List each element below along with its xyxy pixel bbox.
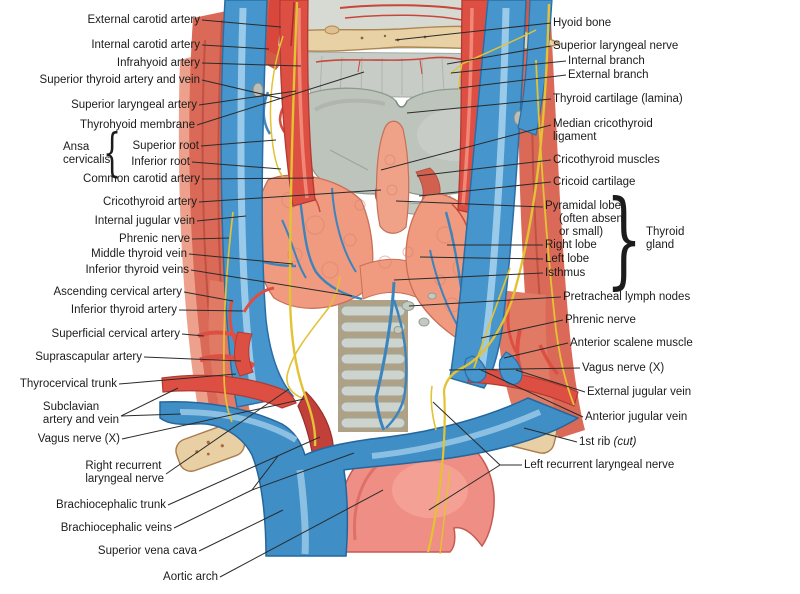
pyramidal-lobe-shape	[375, 120, 410, 234]
